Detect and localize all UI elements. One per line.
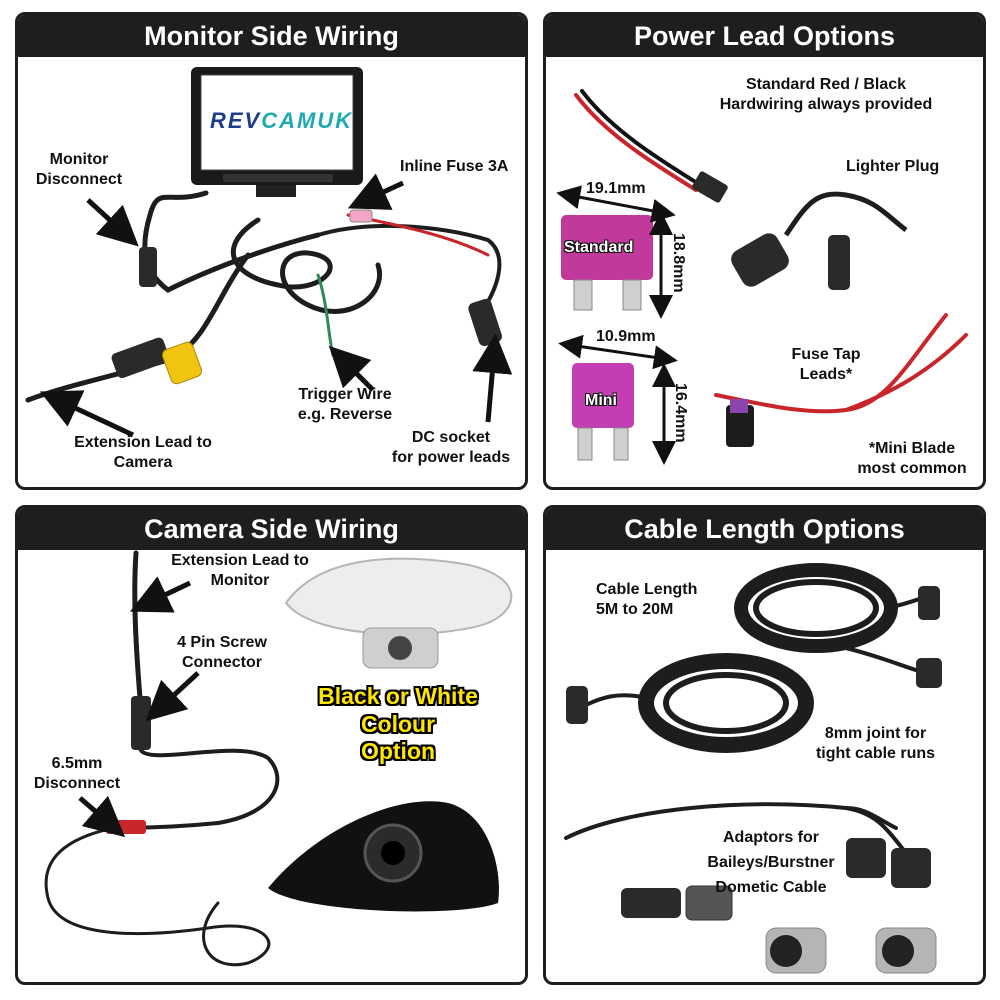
arrow-icon: [39, 173, 513, 438]
colour-option-callout: Black or White Colour Option: [318, 683, 478, 765]
connector-icon: [111, 247, 502, 385]
label-standard-fuse: Standard: [564, 239, 634, 256]
label-inline-fuse: Inline Fuse 3A: [400, 158, 509, 175]
fuse-icon: [561, 215, 653, 311]
label-monitor-disconnect: Monitor Disconnect: [35, 151, 123, 188]
arrow-icon: [556, 185, 678, 465]
fuse-icon: [572, 363, 634, 461]
panel-monitor-side: Monitor Side Wiring REVCAMUK Monitor Dis…: [15, 12, 528, 490]
panel-title: Power Lead Options: [546, 15, 983, 57]
monitor-icon: [191, 67, 363, 197]
label-cable-length: Cable Length 5M to 20M: [596, 581, 698, 618]
label-disconnect-65: 6.5mm Disconnect: [33, 755, 121, 792]
camera-side-illustration: [44, 550, 513, 967]
label-standard-width: 19.1mm: [586, 180, 646, 197]
panel-camera-side: Camera Side Wiring Extension Lead to Mon…: [15, 505, 528, 985]
label-mini-fuse: Mini: [585, 392, 617, 409]
connector-icon: [131, 696, 151, 750]
label-adaptors: Adaptors for Baileys/Burstner Dometic Ca…: [707, 829, 835, 896]
label-dc-socket: DC socket for power leads: [391, 429, 511, 466]
panel-title: Camera Side Wiring: [18, 508, 525, 550]
red-black-wire: [574, 89, 704, 192]
panel-title: Cable Length Options: [546, 508, 983, 550]
panel-title: Monitor Side Wiring: [18, 15, 525, 57]
fuse-tap-holder: [726, 405, 754, 447]
label-lighter-plug: Lighter Plug: [846, 158, 940, 175]
cable-length-illustration: [564, 563, 942, 974]
camera-cables: [44, 550, 280, 967]
fuse-tap-leads: [714, 313, 968, 414]
panel-power-lead: Power Lead Options Standard Red / Black …: [543, 12, 986, 490]
label-extension-lead: Extension Lead to Camera: [74, 434, 212, 471]
brand-camuk: CAMUK: [261, 108, 354, 133]
label-mini-height: 16.4mm: [672, 383, 689, 443]
label-extension-lead-monitor: Extension Lead to Monitor: [171, 552, 309, 589]
monitor-cables: [25, 190, 502, 403]
arrow-icon: [78, 576, 200, 838]
label-standard-height: 18.8mm: [670, 233, 687, 293]
label-fuse-tap: Fuse Tap Leads*: [791, 346, 861, 383]
fuse-tap-mini-fuse: [730, 399, 748, 413]
power-lead-illustration: [556, 89, 968, 465]
connector-icon: [692, 171, 728, 203]
lighter-plug-icon: [731, 191, 908, 290]
brand-rev: REV: [210, 108, 262, 133]
connector-icon: [566, 586, 942, 974]
inline-fuse-holder: [349, 209, 373, 223]
label-standard-red-black: Standard Red / Black Hardwiring always p…: [719, 76, 933, 113]
monitor-side-illustration: [25, 67, 513, 438]
camera-icon: [284, 557, 513, 669]
camera-icon: [268, 801, 499, 912]
label-mini-blade-note: *Mini Blade most common: [857, 440, 967, 477]
label-mini-width: 10.9mm: [596, 328, 656, 345]
panel-cable-length: Cable Length Options Cable Length 5M to …: [543, 505, 986, 985]
label-joint: 8mm joint for tight cable runs: [815, 725, 936, 762]
brand-logo: REVCAMUK: [210, 108, 353, 134]
cable-coil-icon: [638, 563, 898, 753]
label-four-pin: 4 Pin Screw Connector: [177, 634, 267, 671]
connector-icon: [106, 820, 146, 834]
label-trigger-wire: Trigger Wire e.g. Reverse: [297, 386, 393, 423]
